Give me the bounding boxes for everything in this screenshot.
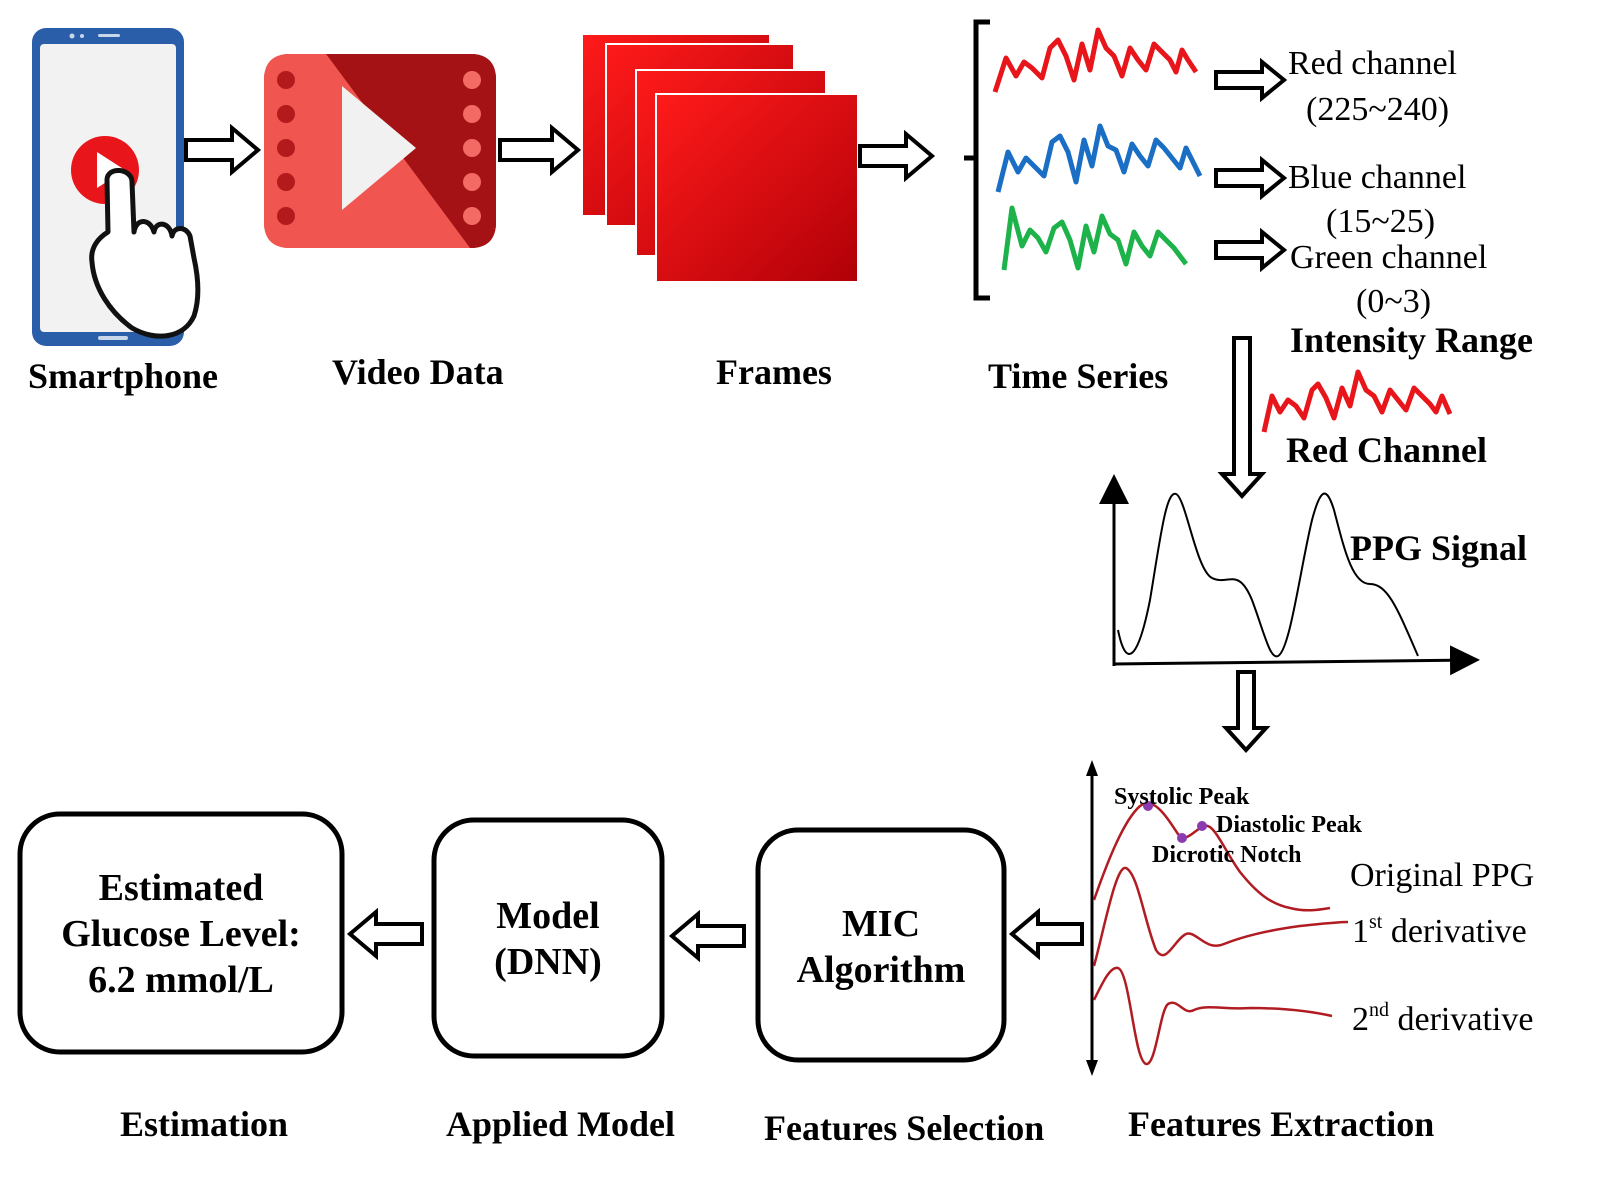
ppg-axes xyxy=(1099,474,1480,676)
dicrotic-notch-label: Dicrotic Notch xyxy=(1152,842,1302,868)
stage-estimation: Estimation xyxy=(120,1104,288,1144)
stage-features-extraction: Features Extraction xyxy=(1128,1104,1434,1144)
arrow-phone-to-video-icon xyxy=(184,123,262,177)
original-ppg-label: Original PPG xyxy=(1350,857,1534,894)
estimate-line3: 6.2 mmol/L xyxy=(88,959,274,1001)
arrow-video-to-frames-icon xyxy=(498,123,582,177)
model-line2: (DNN) xyxy=(494,941,602,983)
arrow-blue-channel-icon xyxy=(1214,155,1288,201)
stage-time-series: Time Series xyxy=(988,356,1168,396)
systolic-peak-label: Systolic Peak xyxy=(1114,784,1250,810)
dicrotic-notch-dot xyxy=(1177,833,1187,843)
second-derivative-label: 2nd derivative xyxy=(1352,999,1533,1038)
model-line1: Model xyxy=(496,895,599,937)
red-channel-range: (225~240) xyxy=(1306,91,1449,128)
red-channel-signal xyxy=(992,27,1199,93)
arrow-down-to-features-icon xyxy=(1221,670,1271,753)
stage-frames: Frames xyxy=(716,352,832,392)
ppg-signal-curve xyxy=(1117,492,1419,658)
estimate-line1: Estimated xyxy=(99,867,264,909)
green-channel-label: Green channel xyxy=(1290,239,1487,276)
mic-line1: MIC xyxy=(842,903,920,945)
model-dnn-box: Model (DNN) xyxy=(431,817,665,1059)
arrow-model-to-estimate-icon xyxy=(346,907,424,961)
smartphone-icon xyxy=(32,28,201,346)
arrow-red-channel-icon xyxy=(1214,57,1288,103)
first-derivative-curve xyxy=(1092,866,1349,967)
blue-channel-range: (15~25) xyxy=(1326,203,1435,240)
mic-algorithm-box: MIC Algorithm xyxy=(755,827,1007,1063)
stage-applied-model: Applied Model xyxy=(446,1104,675,1144)
red-channel-small-signal xyxy=(1261,369,1453,433)
second-derivative-rest: derivative xyxy=(1389,1001,1533,1038)
red-channel-label: Red channel xyxy=(1288,45,1457,82)
green-channel-range: (0~3) xyxy=(1356,283,1431,320)
first-derivative-label: 1st derivative xyxy=(1352,911,1527,950)
intensity-range-label: Intensity Range xyxy=(1290,320,1533,360)
diastolic-peak-dot xyxy=(1197,821,1207,831)
green-channel-signal xyxy=(1001,205,1188,271)
stage-smartphone: Smartphone xyxy=(28,356,218,396)
diastolic-peak-label: Diastolic Peak xyxy=(1216,812,1363,838)
video-play-icon xyxy=(264,54,496,248)
arrow-mic-to-model-icon xyxy=(668,909,746,963)
arrow-frames-to-series-icon xyxy=(858,129,936,183)
second-derivative-num: 2 xyxy=(1352,1001,1369,1038)
systolic-peak-dot xyxy=(1143,801,1153,811)
arrow-green-channel-icon xyxy=(1214,227,1288,273)
red-channel-title: Red Channel xyxy=(1286,430,1487,470)
first-derivative-num: 1 xyxy=(1352,913,1369,950)
second-derivative-sup: nd xyxy=(1369,999,1389,1021)
blue-channel-signal xyxy=(995,123,1203,193)
estimated-glucose-box: Estimated Glucose Level: 6.2 mmol/L xyxy=(17,811,345,1055)
first-derivative-sup: st xyxy=(1369,911,1383,933)
arrow-down-to-ppg-icon xyxy=(1217,336,1267,499)
frames-stack-icon xyxy=(581,33,859,283)
series-bracket xyxy=(964,19,990,301)
blue-channel-label: Blue channel xyxy=(1288,159,1466,196)
mic-line2: Algorithm xyxy=(797,949,966,991)
first-derivative-rest: derivative xyxy=(1382,913,1526,950)
stage-features-selection: Features Selection xyxy=(764,1108,1044,1148)
estimate-line2: Glucose Level: xyxy=(61,913,301,955)
stage-video-data: Video Data xyxy=(332,352,504,392)
arrow-features-to-mic-icon xyxy=(1008,907,1084,961)
second-derivative-curve xyxy=(1092,966,1333,1066)
ppg-signal-title: PPG Signal xyxy=(1350,528,1527,568)
features-axis xyxy=(1086,760,1098,1076)
